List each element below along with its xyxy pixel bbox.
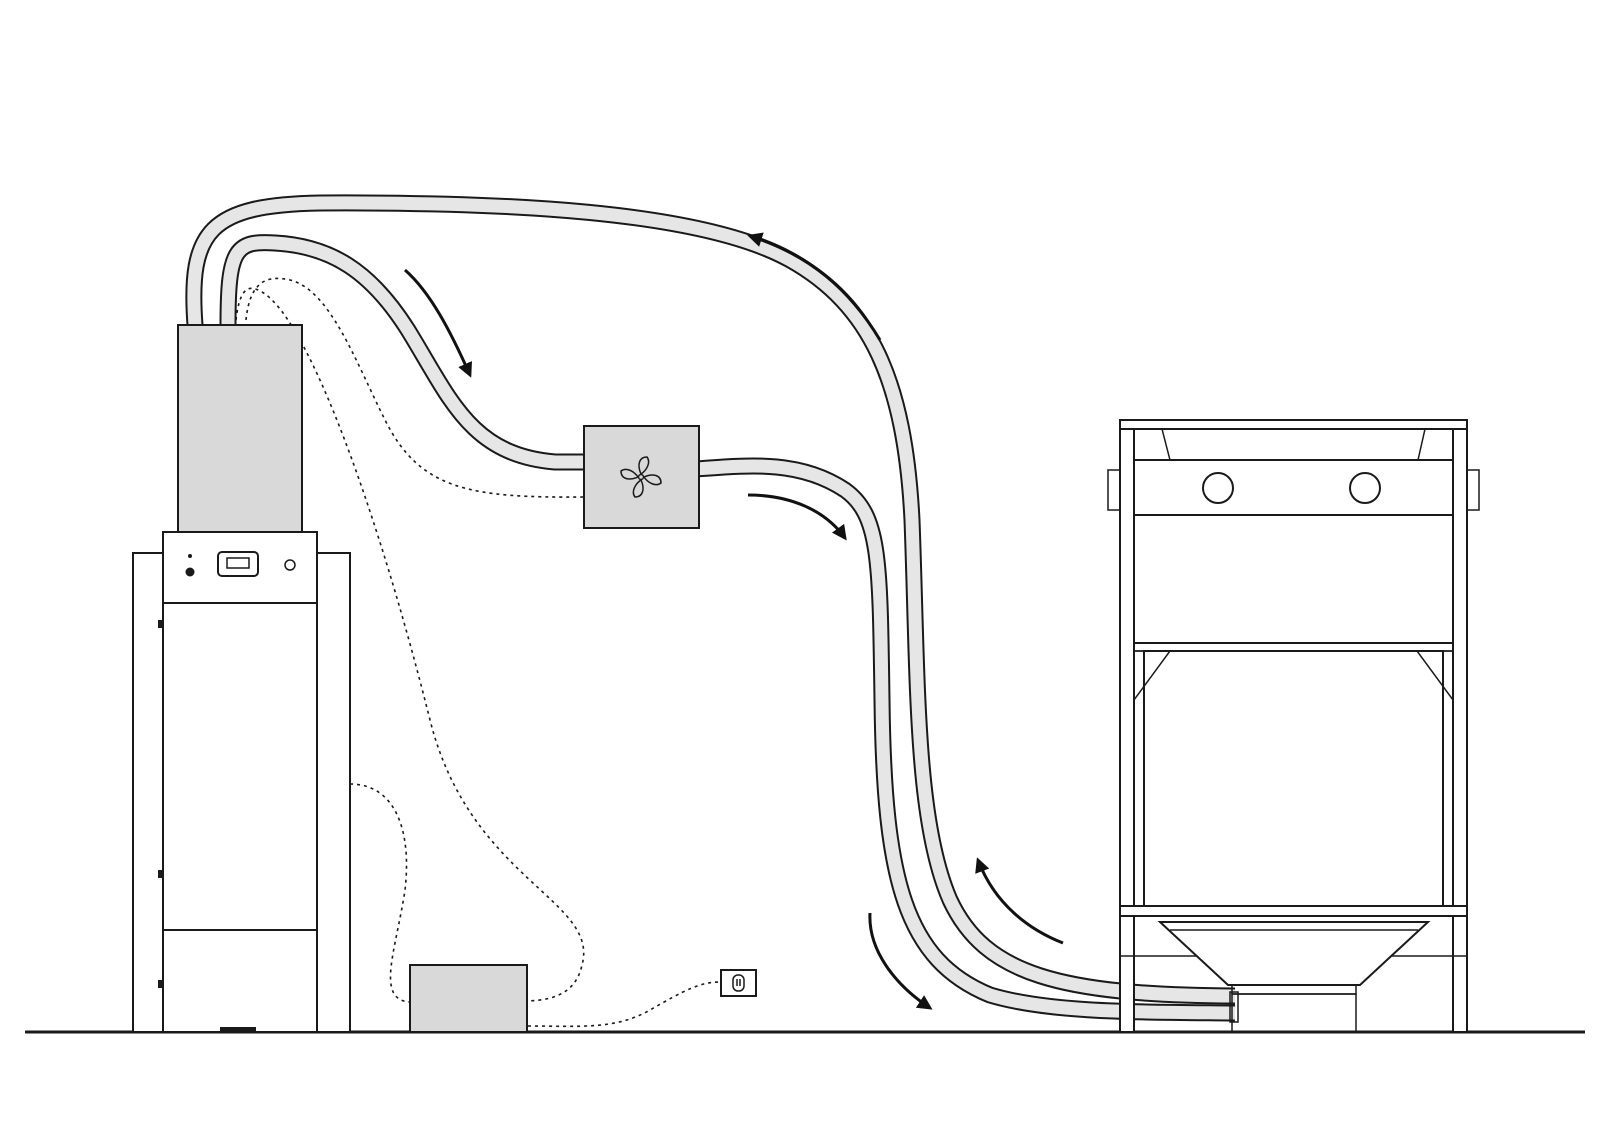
- hopper: [1157, 921, 1431, 986]
- fan-box: [583, 425, 700, 529]
- arrow-floor-right: [868, 912, 933, 1010]
- glove-panel: [1133, 459, 1454, 516]
- wall-outlet: [720, 969, 757, 997]
- blast-cabinet: [1107, 419, 1480, 1033]
- viewing-window: [1133, 514, 1454, 644]
- arrow-fan-out: [747, 493, 847, 541]
- arrow-return-up: [747, 232, 882, 341]
- hose-top-to-cabinet: [185, 194, 1236, 1005]
- display-panel: [217, 551, 259, 577]
- arrow-down-to-fan: [404, 268, 472, 378]
- fan-icon: [620, 456, 662, 498]
- power-icon: [284, 559, 296, 571]
- chamber: [1143, 650, 1444, 907]
- outlet-icon: [732, 974, 745, 992]
- cable-top-to-fan: [245, 277, 585, 498]
- glove-port-left: [1202, 472, 1234, 504]
- top-module: [177, 324, 303, 533]
- cable-cabinet-to-floorbox: [349, 783, 411, 1003]
- cable-floorbox-to-outlet: [527, 981, 721, 1028]
- hose-fan-to-cabinet: [695, 457, 1236, 1022]
- glove-port-right: [1349, 472, 1381, 504]
- cabinet-unit: [132, 531, 351, 1033]
- arrow-cabinet-up: [975, 857, 1064, 945]
- floor-box: [409, 964, 528, 1033]
- hose-top-to-fan: [219, 234, 585, 471]
- cable-top-to-floorbox: [235, 287, 585, 1002]
